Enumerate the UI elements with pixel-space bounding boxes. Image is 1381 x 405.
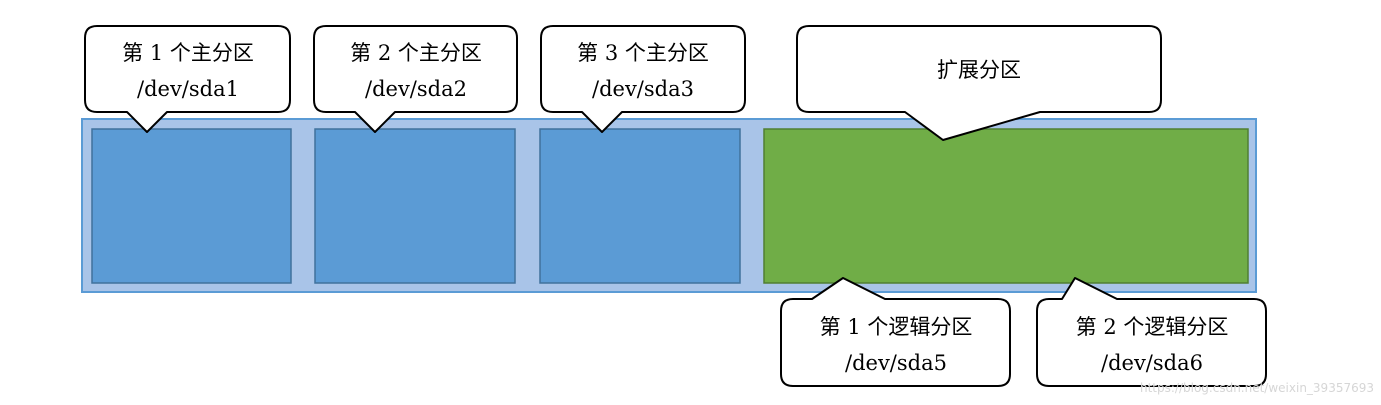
callout-primary-1: 第 1 个主分区 /dev/sda1 <box>84 25 291 133</box>
primary-partition-3-block <box>539 128 741 284</box>
primary-partition-2-block <box>314 128 516 284</box>
extended-partition-block <box>763 128 1249 284</box>
callout-primary-3-device: /dev/sda3 <box>592 77 694 101</box>
callout-primary-2: 第 2 个主分区 /dev/sda2 <box>313 25 518 133</box>
primary-partition-1-block <box>91 128 292 284</box>
callout-primary-2-device: /dev/sda2 <box>365 77 467 101</box>
callout-logical-2: 第 2 个逻辑分区 /dev/sda6 <box>1036 277 1267 387</box>
callout-primary-1-name: 第 1 个主分区 <box>122 41 254 65</box>
callout-extended-name: 扩展分区 <box>937 58 1021 82</box>
callout-primary-3: 第 3 个主分区 /dev/sda3 <box>540 25 746 133</box>
callout-logical-1-device: /dev/sda5 <box>845 351 947 375</box>
callout-extended: 扩展分区 <box>796 25 1162 141</box>
callout-logical-2-name: 第 2 个逻辑分区 <box>1076 315 1229 339</box>
callout-logical-2-device: /dev/sda6 <box>1101 351 1203 375</box>
callout-logical-1-name: 第 1 个逻辑分区 <box>820 315 973 339</box>
callout-primary-3-name: 第 3 个主分区 <box>577 41 709 65</box>
callout-primary-1-device: /dev/sda1 <box>137 77 239 101</box>
watermark-text: https://blog.csdn.net/weixin_39357693 <box>1140 381 1374 395</box>
callout-primary-2-name: 第 2 个主分区 <box>350 41 482 65</box>
callout-logical-1: 第 1 个逻辑分区 /dev/sda5 <box>780 277 1011 387</box>
